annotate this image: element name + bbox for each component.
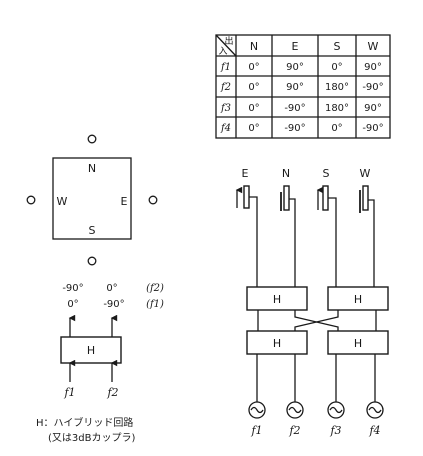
label-west: W [57,195,68,208]
radiator-s [316,185,329,211]
phase-label: 0° [67,299,78,310]
hybrid-top-right [327,286,389,311]
crossover-line [294,310,339,331]
table-cell: 0° [331,123,342,134]
table-header-e: E [292,40,299,53]
signal-source-icon [327,401,345,419]
signal-source-icon [366,401,384,419]
legend-line-1: H：ハイブリッド回路 [36,416,133,429]
phase-label: -90° [62,283,83,294]
hybrid-label: H [273,337,281,350]
input-label: f2 [106,386,118,399]
table-cell: 0° [331,62,342,73]
feed-line [289,198,296,287]
antenna-west-element [26,195,36,205]
antenna-square [52,157,132,240]
table-cell: 0° [248,123,259,134]
output-label-n: N [282,167,290,180]
label-east: E [121,195,128,208]
phase-label: -90° [103,299,124,310]
hybrid-box [60,336,122,364]
table-cell: 180° [325,103,349,114]
output-label-e: E [242,167,249,180]
phase-table: 出 入 N E S W f1 0° 90° 0° 90° f2 0° 90° 1… [215,34,391,139]
hybrid-box-label: H [87,344,95,357]
beam-network: E N S W H H [235,167,389,437]
antenna-square-diagram: N S W E [26,134,158,266]
table-header-s: S [334,40,341,53]
source-label: f3 [329,424,341,437]
antenna-south-element [87,256,97,266]
table-cell: 0° [248,82,259,93]
table-header-w: W [368,40,379,53]
radiator-e [235,185,250,209]
source-label: f4 [368,424,380,437]
hybrid-label: H [273,293,281,306]
signal-source-icon [248,401,266,419]
table-cell: 90° [286,62,304,73]
table-header-n: N [250,40,258,53]
table-row-label: f4 [220,123,231,134]
label-north: N [88,162,96,175]
crossover-line [294,310,339,331]
table-cell: -90° [284,123,305,134]
feed-line [249,196,258,287]
table-corner-output: 出 [224,35,233,47]
signal-source-icon [286,401,304,419]
table-cell: 90° [364,62,382,73]
table-cell: 0° [248,103,259,114]
table-cell: 0° [248,62,259,73]
input-label: f1 [63,386,75,399]
table-corner-input: 入 [218,46,227,57]
label-south: S [89,224,96,237]
legend-line-2: (又は3dBカップラ) [48,432,135,444]
table-row-label: f1 [220,62,231,73]
feed-line [328,197,337,287]
table-cell: 90° [364,103,382,114]
source-label: f1 [250,424,262,437]
hybrid-label: H [354,293,362,306]
hybrid-example: -90° 0° (f2) 0° -90° (f1) H f1 f2 [60,283,164,399]
hybrid-bottom-left [246,330,308,355]
phase-note: (f1) [146,299,164,310]
hybrid-top-left [246,286,308,311]
radiator-w [359,185,369,213]
phase-note: (f2) [146,283,164,294]
table-cell: -90° [284,103,305,114]
table-row-label: f2 [220,82,231,93]
source-label: f2 [288,424,300,437]
table-cell: -90° [362,123,383,134]
output-label-s: S [323,167,330,180]
antenna-east-element [148,195,158,205]
hybrid-label: H [354,337,362,350]
feed-line [368,199,375,287]
table-cell: 90° [286,82,304,93]
antenna-north-element [87,134,97,144]
table-cell: 180° [325,82,349,93]
table-cell: -90° [362,82,383,93]
radiator-n [280,185,290,211]
table-row-label: f3 [220,103,231,114]
phase-label: 0° [106,283,117,294]
output-label-w: W [360,167,371,180]
hybrid-bottom-right [327,330,389,355]
